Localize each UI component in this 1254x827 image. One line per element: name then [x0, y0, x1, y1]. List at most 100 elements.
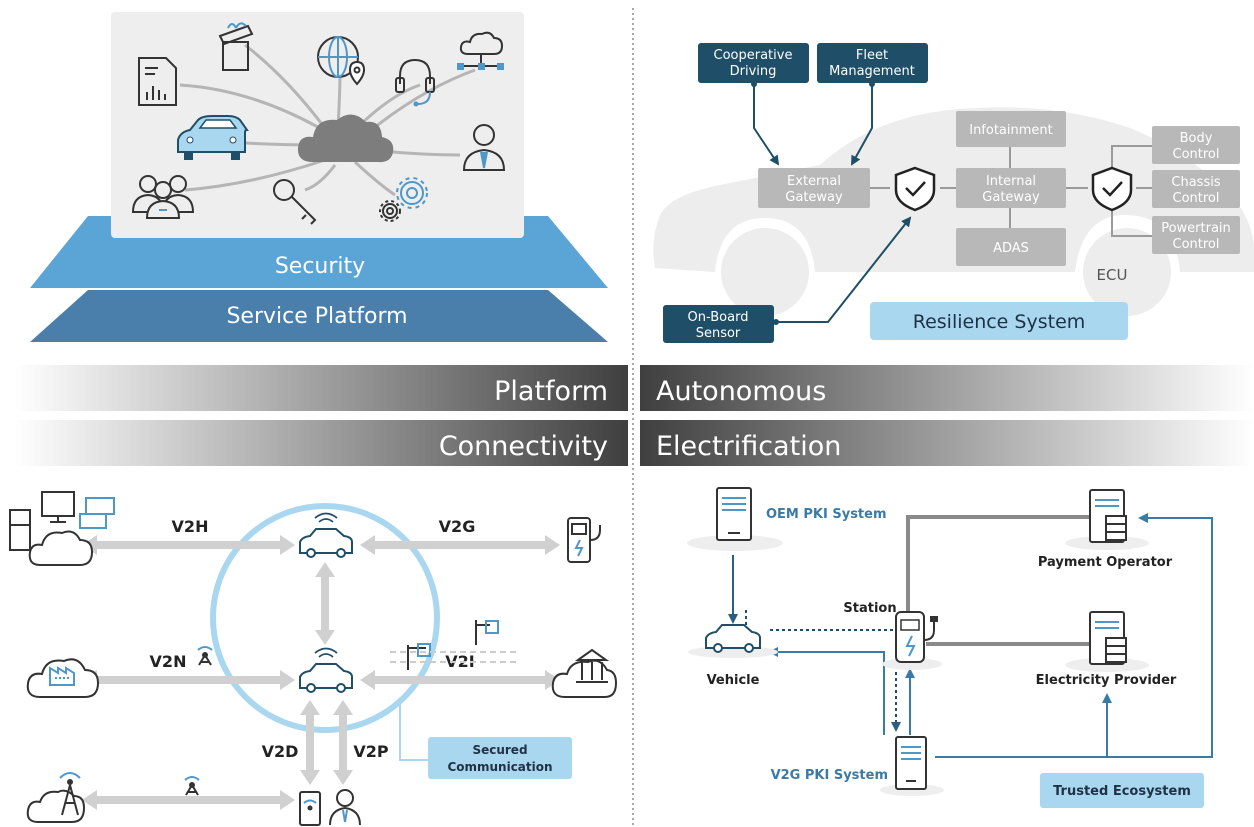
connectivity-band	[15, 420, 628, 466]
car-icon	[299, 512, 353, 558]
adas-label: ADAS	[993, 241, 1029, 256]
electrification-band	[640, 420, 1254, 466]
autonomous-band-label: Autonomous	[656, 376, 826, 407]
home-devices-icon	[9, 491, 115, 566]
service-platform-label: Service Platform	[226, 304, 407, 329]
trust-lines	[768, 513, 1213, 758]
oem-pki-label: OEM PKI System	[766, 507, 887, 522]
on-board-sensor-label-1: On-Board	[688, 310, 749, 325]
electricity-provider-label: Electricity Provider	[1036, 673, 1177, 688]
powertrain-control-box	[1152, 216, 1240, 254]
station-label: Station	[843, 601, 896, 616]
chassis-control-label-2: Control	[1173, 191, 1220, 206]
dotted-lines	[745, 610, 901, 732]
cloud-network-icon	[457, 31, 504, 70]
document-chart-icon	[138, 57, 177, 106]
v2d-drone-arrow	[82, 790, 295, 810]
internal-gateway-box	[956, 168, 1066, 208]
body-control-label-1: Body	[1180, 131, 1213, 146]
chassis-control-label-1: Chassis	[1171, 175, 1220, 190]
internal-gateway-label-2: Gateway	[982, 190, 1040, 205]
cooperative-driving-label-2: Driving	[730, 64, 777, 79]
car-silhouette	[653, 107, 1254, 272]
phone-icon	[299, 791, 321, 826]
external-gateway-box	[758, 168, 870, 208]
car-icon	[177, 115, 249, 160]
factory-cloud-icon	[26, 658, 100, 698]
payment-operator-label: Payment Operator	[1038, 555, 1173, 570]
person-icon	[329, 789, 361, 826]
antenna-icon	[184, 776, 200, 796]
headset-icon	[395, 58, 435, 107]
car-icon	[299, 647, 353, 693]
body-control-box	[1152, 126, 1240, 164]
link-arrows	[82, 535, 560, 810]
server-icon	[1065, 489, 1149, 550]
server-icon	[1065, 611, 1149, 672]
shield-check-icon	[894, 166, 936, 212]
autonomous-band	[640, 365, 1254, 411]
fleet-management-label-1: Fleet	[856, 48, 888, 63]
powertrain-control-label-1: Powertrain	[1161, 221, 1231, 236]
electrification-band-label: Electrification	[656, 431, 841, 462]
fleet-management-label-2: Management	[829, 64, 915, 79]
internal-gateway-label-1: Internal	[986, 174, 1036, 189]
chassis-control-box	[1152, 170, 1240, 208]
external-gateway-label-1: External	[787, 174, 841, 189]
cooperative-driving-label-1: Cooperative	[714, 48, 793, 63]
front-wheel	[717, 224, 813, 320]
globe-location-icon	[317, 36, 366, 86]
key-icon	[273, 179, 317, 225]
v2h-label: V2H	[172, 517, 209, 536]
gift-box-icon	[218, 22, 254, 71]
trusted-ecosystem-label: Trusted Ecosystem	[1053, 784, 1191, 799]
antenna-icon	[197, 646, 213, 666]
platform-band	[15, 365, 628, 411]
powertrain-control-label-2: Control	[1173, 237, 1220, 252]
platform-quadrant: Security Service Platform	[30, 12, 608, 342]
fleet-to-gateway-arrow	[851, 83, 873, 166]
v2g-pki-label: V2G PKI System	[771, 768, 888, 783]
server-icon	[880, 736, 944, 796]
user-tie-icon	[462, 124, 506, 171]
connectivity-quadrant: V2H V2G V2N V2I V2D V2P	[9, 491, 618, 826]
vehicle-ring	[210, 503, 440, 733]
category-bands: Platform Autonomous Connectivity Electri…	[15, 365, 1254, 466]
security-label: Security	[275, 254, 365, 279]
on-board-sensor-label-2: Sensor	[696, 326, 741, 341]
v2h-arrow	[82, 535, 295, 555]
shield-check-icon	[1091, 166, 1133, 212]
secured-communication-label-1: Secured	[472, 743, 527, 757]
vehicle-icon	[688, 624, 778, 658]
autonomous-quadrant: Cooperative Driving Fleet Management Ext…	[653, 43, 1254, 343]
v2i-arrow	[360, 670, 560, 690]
secured-communication-label-2: Communication	[447, 760, 552, 774]
sensor-to-shield-arrow	[776, 216, 912, 323]
v2n-label: V2N	[150, 652, 187, 671]
cloud-icon	[297, 114, 394, 163]
secured-communication-box	[428, 737, 572, 779]
secured-comm-connector	[399, 700, 428, 761]
v2p-label: V2P	[353, 742, 389, 761]
trusted-ecosystem-box	[1040, 773, 1204, 808]
v2d-arrow	[300, 700, 320, 785]
charging-station-icon	[882, 611, 942, 670]
internal-bus-lines	[870, 145, 1152, 237]
bank-cloud-icon	[551, 648, 618, 698]
v2p-arrow	[333, 700, 353, 785]
body-control-label-2: Control	[1173, 147, 1220, 162]
resilience-system-label: Resilience System	[913, 311, 1086, 333]
electrification-quadrant: OEM PKI System Payment Operator Station	[687, 487, 1213, 808]
platform-card	[111, 12, 524, 238]
platform-band-label: Platform	[494, 376, 608, 407]
service-platform-layer	[30, 290, 608, 342]
infotainment-label: Infotainment	[969, 123, 1053, 138]
v2d-label: V2D	[262, 742, 299, 761]
vertical-car-arrow	[315, 562, 335, 645]
vehicle-label: Vehicle	[707, 673, 760, 688]
connectivity-band-label: Connectivity	[439, 431, 608, 462]
server-icon	[687, 487, 783, 551]
gears-icon	[379, 177, 428, 222]
ecu-label: ECU	[1097, 266, 1128, 284]
